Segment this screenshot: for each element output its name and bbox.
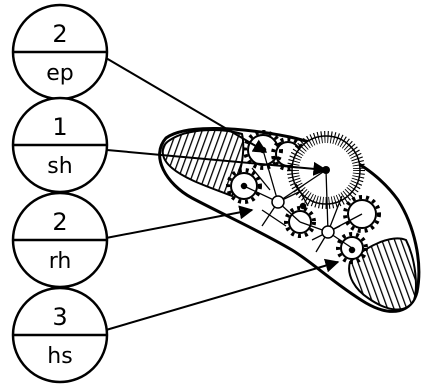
label-code: ep [46, 61, 74, 86]
leader-arrows [105, 57, 340, 331]
label-hs: 3 hs [11, 286, 109, 384]
hatched-region-left [161, 129, 245, 198]
label-number: 3 [52, 303, 67, 331]
label-ep: 2 ep [11, 3, 109, 101]
node [348, 246, 356, 254]
label-number: 2 [52, 20, 67, 48]
arrow-rh [105, 205, 254, 239]
arrow-hs [105, 258, 340, 331]
label-code: sh [47, 154, 72, 179]
label-rh: 2 rh [11, 191, 109, 289]
arrow-sh [106, 149, 328, 176]
label-number: 2 [52, 208, 67, 236]
node [321, 225, 335, 239]
label-code: rh [49, 249, 72, 274]
label-code: hs [47, 344, 72, 369]
node [240, 182, 248, 190]
node [299, 202, 307, 210]
label-sh: 1 sh [11, 96, 109, 194]
label-number: 1 [52, 113, 67, 141]
hatched-region-right [348, 237, 417, 311]
node [271, 195, 285, 209]
arrow-ep [105, 57, 268, 153]
